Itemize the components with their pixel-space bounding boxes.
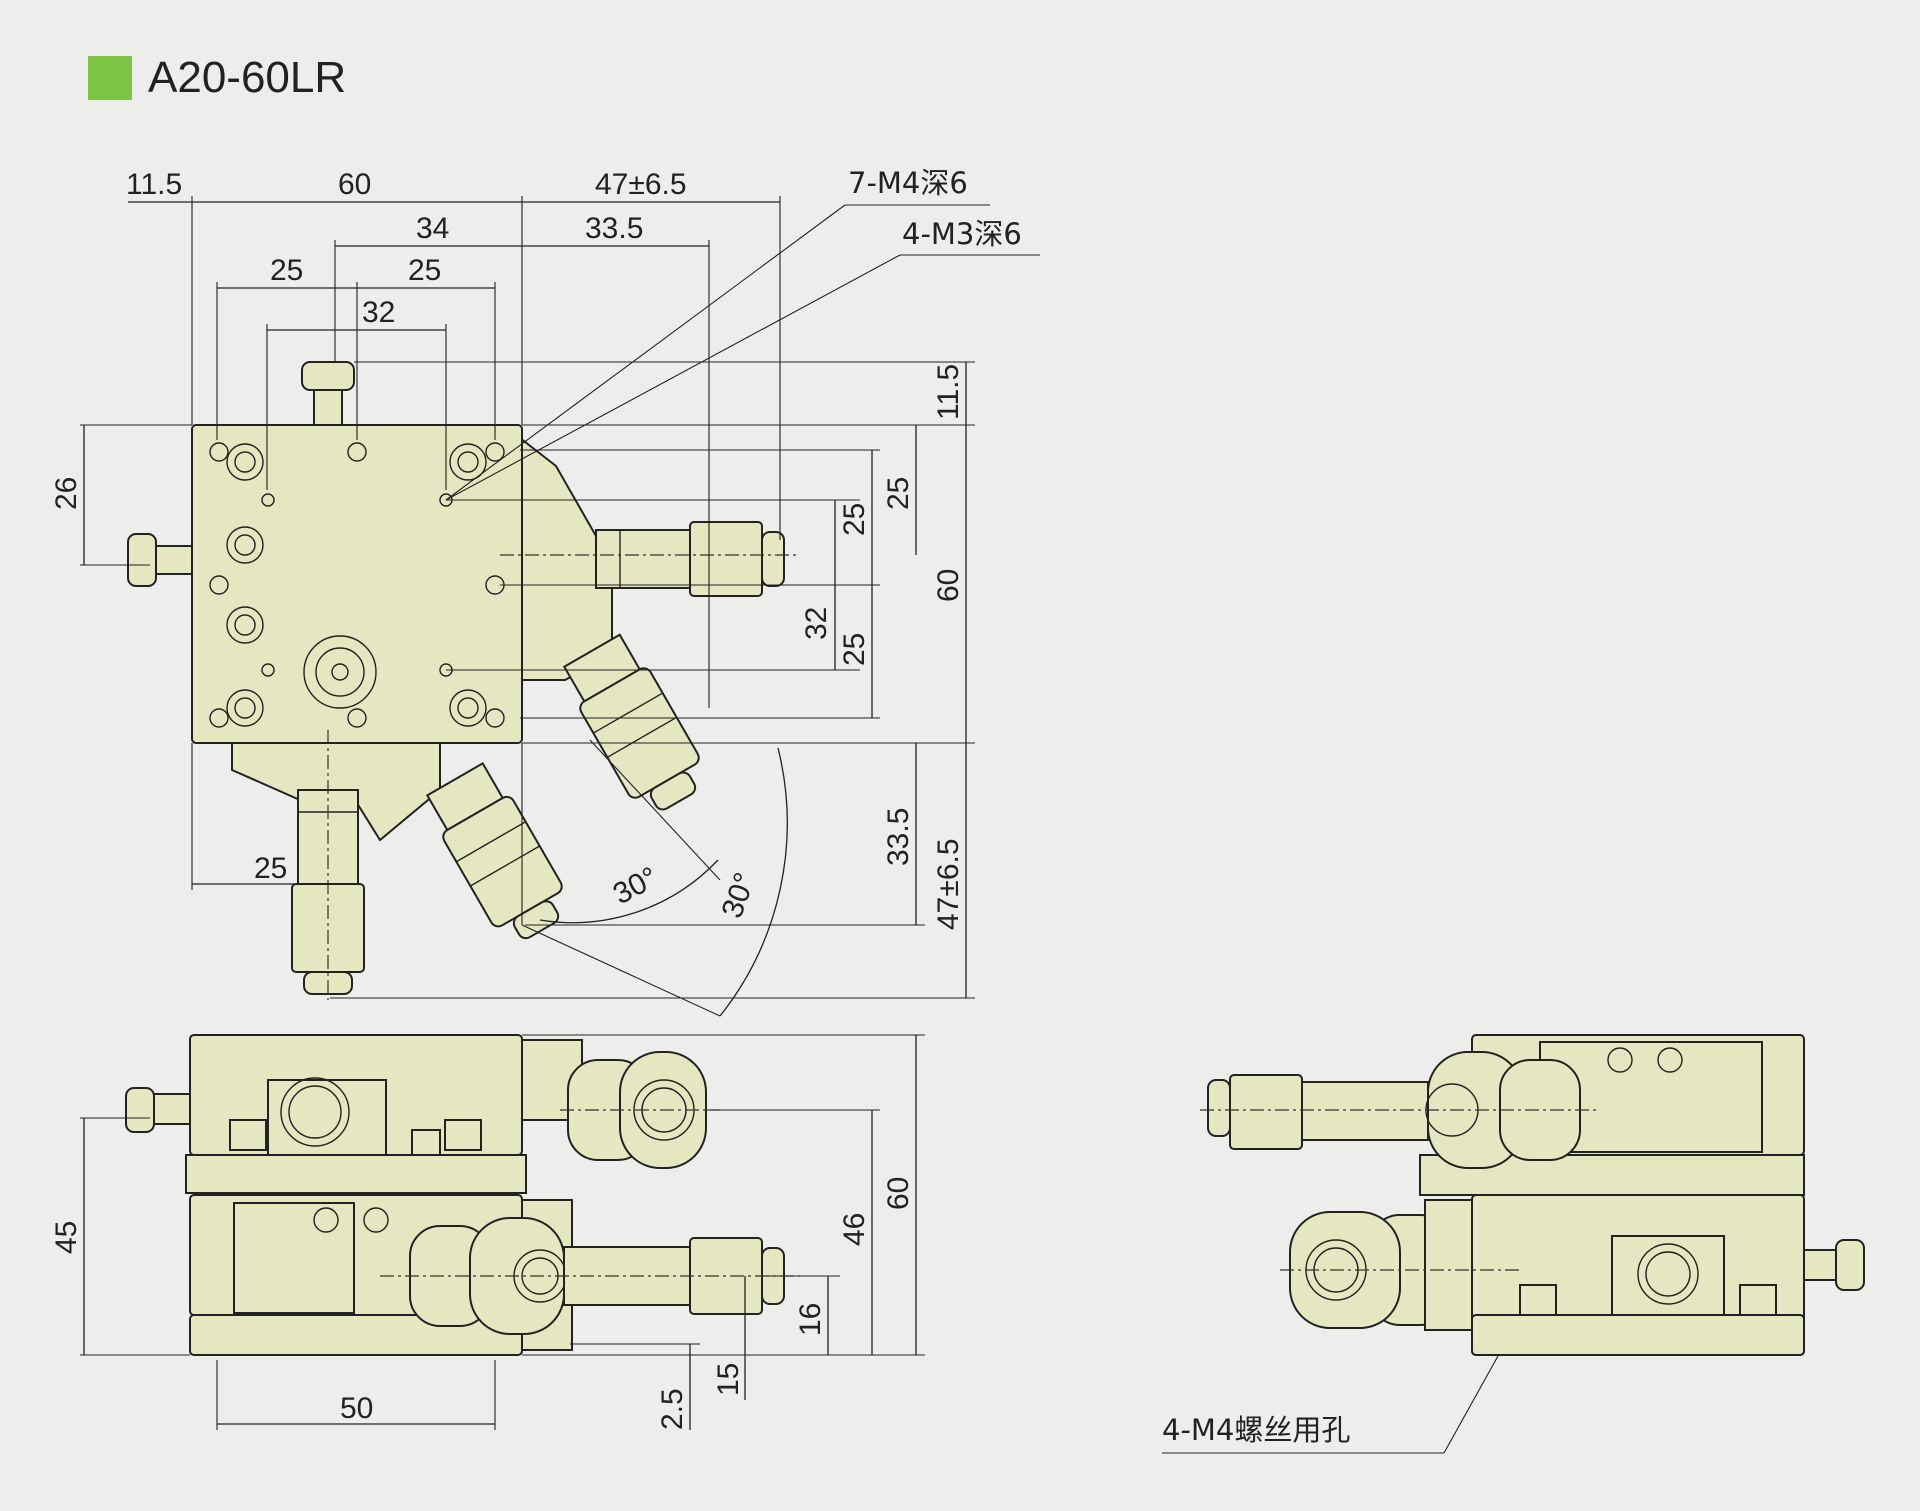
callout-4-m3: 4-M3深6 [902,217,1022,251]
dim-60-top: 60 [338,168,371,201]
callout-7-m4: 7-M4深6 [848,166,968,200]
header: A20-60LR [88,53,347,102]
dim-25-r3: 25 [838,633,871,666]
micrometer-angled-2 [425,762,563,940]
callout-4-m4-mount: 4-M4螺丝用孔 [1162,1413,1350,1447]
dim-11-5-left: 11.5 [126,168,182,201]
dim-46: 46 [838,1213,871,1246]
dim-60-front: 60 [882,1177,915,1210]
dim-47-right: 47±6.5 [932,838,965,930]
dim-32-top: 32 [362,296,395,329]
dim-45: 45 [50,1221,83,1254]
front-view [80,1034,925,1430]
dim-60-right: 60 [932,569,965,602]
angle-30-b: 30° [716,868,763,922]
dim-2-5: 2.5 [656,1388,689,1430]
dim-25-b: 25 [408,254,441,287]
drawing-title: A20-60LR [148,53,347,102]
dim-47-top: 47±6.5 [595,168,687,201]
dim-34: 34 [416,212,449,245]
dim-50: 50 [340,1392,373,1425]
dim-25-r1: 25 [882,477,915,510]
top-plate [191,424,523,744]
title-swatch [88,56,132,100]
dim-25-r2: 25 [838,503,871,536]
right-bracket [519,435,613,681]
dim-15: 15 [712,1363,745,1396]
dim-33-5-top: 33.5 [585,212,643,245]
micrometer-angled-1 [562,633,700,811]
dim-11-5-right: 11.5 [932,364,965,420]
mounting-holes [209,442,505,728]
top-screw-head [301,361,355,391]
side-view [1162,1034,1865,1454]
micrometer-front-lower [409,1217,785,1335]
micrometer-right [595,521,785,597]
dim-25-bottom: 25 [254,852,287,885]
side-micrometer-upper [1207,1051,1581,1169]
side-micrometer-lower [1289,1199,1473,1331]
dim-26: 26 [50,477,83,510]
dim-32-right: 32 [800,607,833,640]
angle-30-a: 30° [608,861,664,911]
dim-25-a: 25 [270,254,303,287]
top-view [80,196,1040,1017]
left-screw-head [127,533,157,587]
dim-33-5-right: 33.5 [882,808,915,866]
dim-16: 16 [794,1303,827,1336]
